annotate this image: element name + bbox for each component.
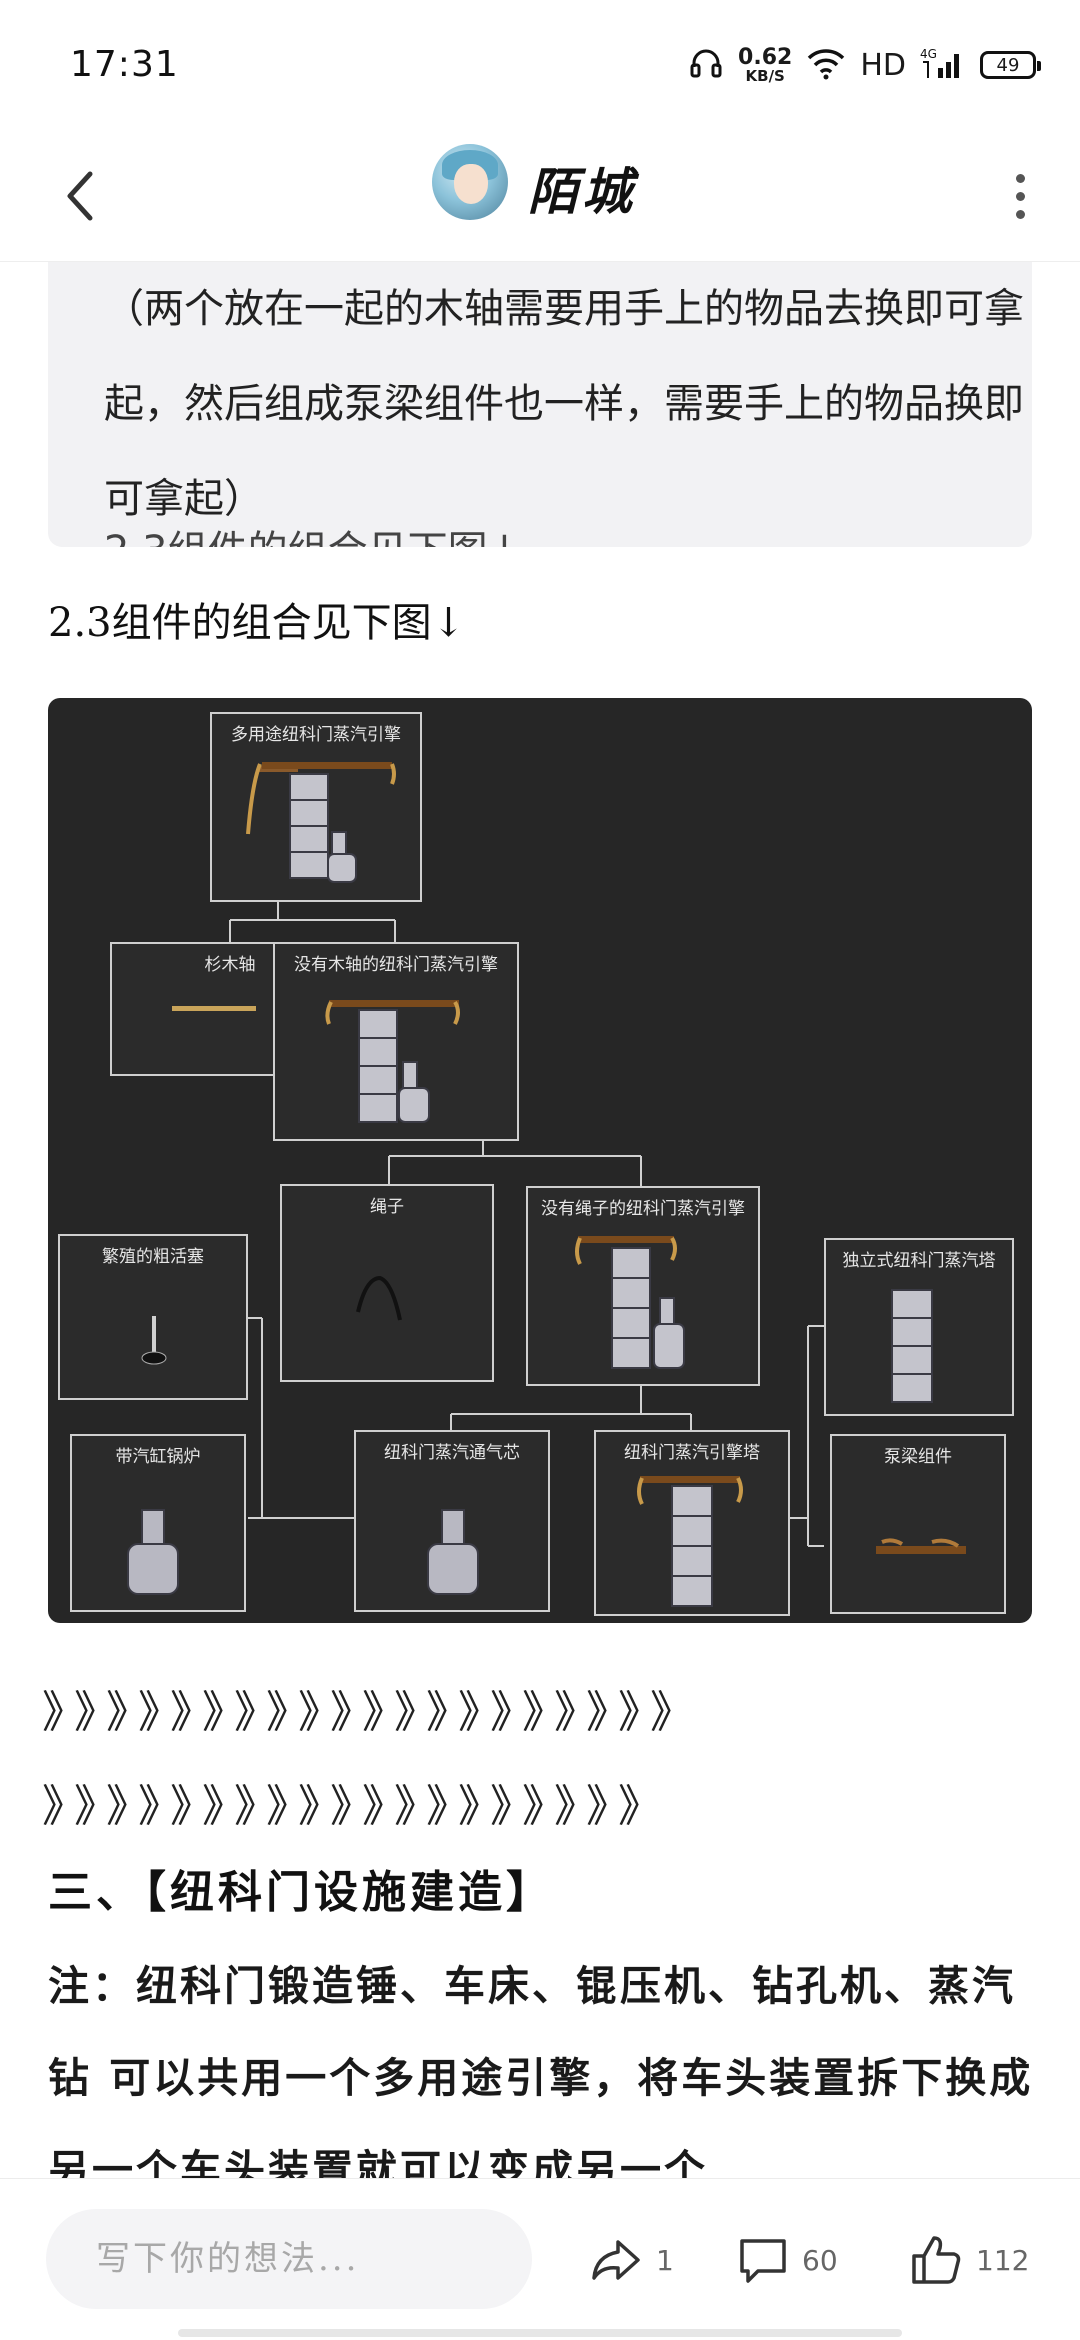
svg-text:4G: 4G — [920, 47, 937, 61]
node-label: 杉木轴 — [204, 955, 256, 975]
like-icon — [912, 2236, 961, 2284]
engine-tower-icon — [637, 1476, 743, 1607]
steam-engine-icon — [325, 1000, 460, 1123]
quote-text: （两个放在一起的木轴需要用手上的物品去换即可拿起，然后组成泵梁组件也一样，需要手… — [104, 286, 1024, 522]
node-label: 带汽缸锅炉 — [115, 1447, 201, 1467]
diagram-node-top: 多用途纽科门蒸汽引擎 — [210, 712, 422, 902]
comment-input[interactable] — [46, 2209, 532, 2309]
axle-icon — [172, 1006, 256, 1011]
back-button[interactable] — [40, 156, 120, 236]
node-label: 多用途纽科门蒸汽引擎 — [231, 725, 401, 745]
nav-bar: 陌城 — [0, 130, 1080, 262]
node-label: 没有木轴的纽科门蒸汽引擎 — [294, 955, 498, 975]
rope-icon — [356, 1275, 402, 1321]
piston-icon — [141, 1316, 167, 1365]
net-speed-unit: KB/S — [745, 66, 785, 85]
net-speed: 0.62 KB/S — [738, 44, 793, 85]
diagram-node-no-rope-engine: 没有绳子的纽科门蒸汽引擎 — [526, 1186, 760, 1386]
more-button[interactable] — [1000, 160, 1040, 232]
status-time: 17:31 — [70, 44, 179, 85]
assembly-diagram[interactable]: 多用途纽科门蒸汽引擎 杉木轴 没有木轴的纽科门蒸汽引擎 绳子 没有绳子的纽科门蒸… — [48, 698, 1032, 1623]
wifi-icon — [806, 46, 846, 84]
node-label: 繁殖的粗活塞 — [102, 1247, 204, 1267]
bottom-action-bar: 1 60 112 — [0, 2178, 1080, 2340]
battery-icon: 49 — [980, 51, 1041, 79]
home-indicator — [178, 2329, 902, 2337]
signal-icon: 4G — [920, 46, 966, 84]
like-count: 112 — [976, 2243, 1030, 2277]
comment-button[interactable]: 60 — [736, 2225, 838, 2295]
diagram-connectors — [229, 902, 824, 1547]
section-note: 注：纽科门锻造锤、车床、锟压机、钻孔机、蒸汽钻 可以共用一个多用途引擎，将车头装… — [48, 1962, 1034, 2194]
divider-arrows-row-1: 》》》》》》》》》》》》》》》》》》》》 — [42, 1687, 704, 1738]
network-type: HD — [860, 47, 906, 83]
pump-beam-icon — [876, 1538, 966, 1554]
diagram-node-vent-core: 纽科门蒸汽通气芯 — [354, 1430, 550, 1612]
more-vertical-icon — [1015, 173, 1025, 183]
node-label: 纽科门蒸汽引擎塔 — [624, 1443, 760, 1463]
node-label: 泵梁组件 — [884, 1447, 952, 1467]
boiler-icon — [127, 1509, 179, 1595]
share-count: 1 — [656, 2243, 674, 2277]
diagram-node-engine-tower: 纽科门蒸汽引擎塔 — [594, 1430, 790, 1616]
net-speed-value: 0.62 — [738, 44, 793, 70]
status-icons: 0.62 KB/S HD 4G 49 — [688, 40, 1041, 90]
share-button[interactable]: 1 — [588, 2225, 674, 2295]
node-label: 纽科门蒸汽通气芯 — [384, 1443, 520, 1463]
status-bar: 17:31 0.62 KB/S HD 4G 49 — [0, 0, 1080, 130]
more-dot — [1015, 191, 1025, 201]
diagram-node-piston: 繁殖的粗活塞 — [58, 1234, 248, 1400]
diagram-node-rope: 绳子 — [280, 1184, 494, 1382]
vent-core-icon — [427, 1509, 479, 1595]
comment-icon — [740, 2239, 786, 2283]
node-label: 没有绳子的纽科门蒸汽引擎 — [541, 1199, 745, 1219]
like-button[interactable]: 112 — [908, 2225, 1029, 2295]
node-label: 独立式纽科门蒸汽塔 — [842, 1251, 996, 1271]
divider-arrows-row-2: 》》》》》》》》》》》》》》》》》》》 — [42, 1781, 672, 1832]
steam-engine-icon — [246, 762, 396, 883]
diagram-node-boiler: 带汽缸锅炉 — [70, 1434, 246, 1612]
more-dot — [1015, 209, 1025, 219]
section-heading: 2.3组件的组合见下图↓ — [48, 600, 466, 646]
avatar-face — [454, 164, 488, 204]
share-icon — [592, 2240, 640, 2280]
comment-count: 60 — [802, 2243, 838, 2277]
quote-clipped-line: 2.3组件的组合见下图↓ — [104, 518, 521, 547]
diagram-node-standalone-tower: 独立式纽科门蒸汽塔 — [824, 1238, 1014, 1416]
quote-block: （两个放在一起的木轴需要用手上的物品去换即可拿起，然后组成泵梁组件也一样，需要手… — [48, 262, 1032, 547]
diagram-node-no-axle-engine: 没有木轴的纽科门蒸汽引擎 — [273, 942, 519, 1141]
avatar[interactable] — [432, 144, 508, 220]
chevron-left-icon — [67, 171, 93, 221]
tower-icon — [891, 1289, 933, 1403]
steam-engine-icon — [575, 1236, 685, 1369]
author-name[interactable]: 陌城 — [528, 162, 636, 221]
headphone-icon — [688, 45, 724, 85]
section-title: 三、【纽科门设施建造】 — [48, 1867, 554, 1918]
diagram-node-pump-beam: 泵梁组件 — [830, 1434, 1006, 1614]
node-label: 绳子 — [370, 1197, 404, 1217]
